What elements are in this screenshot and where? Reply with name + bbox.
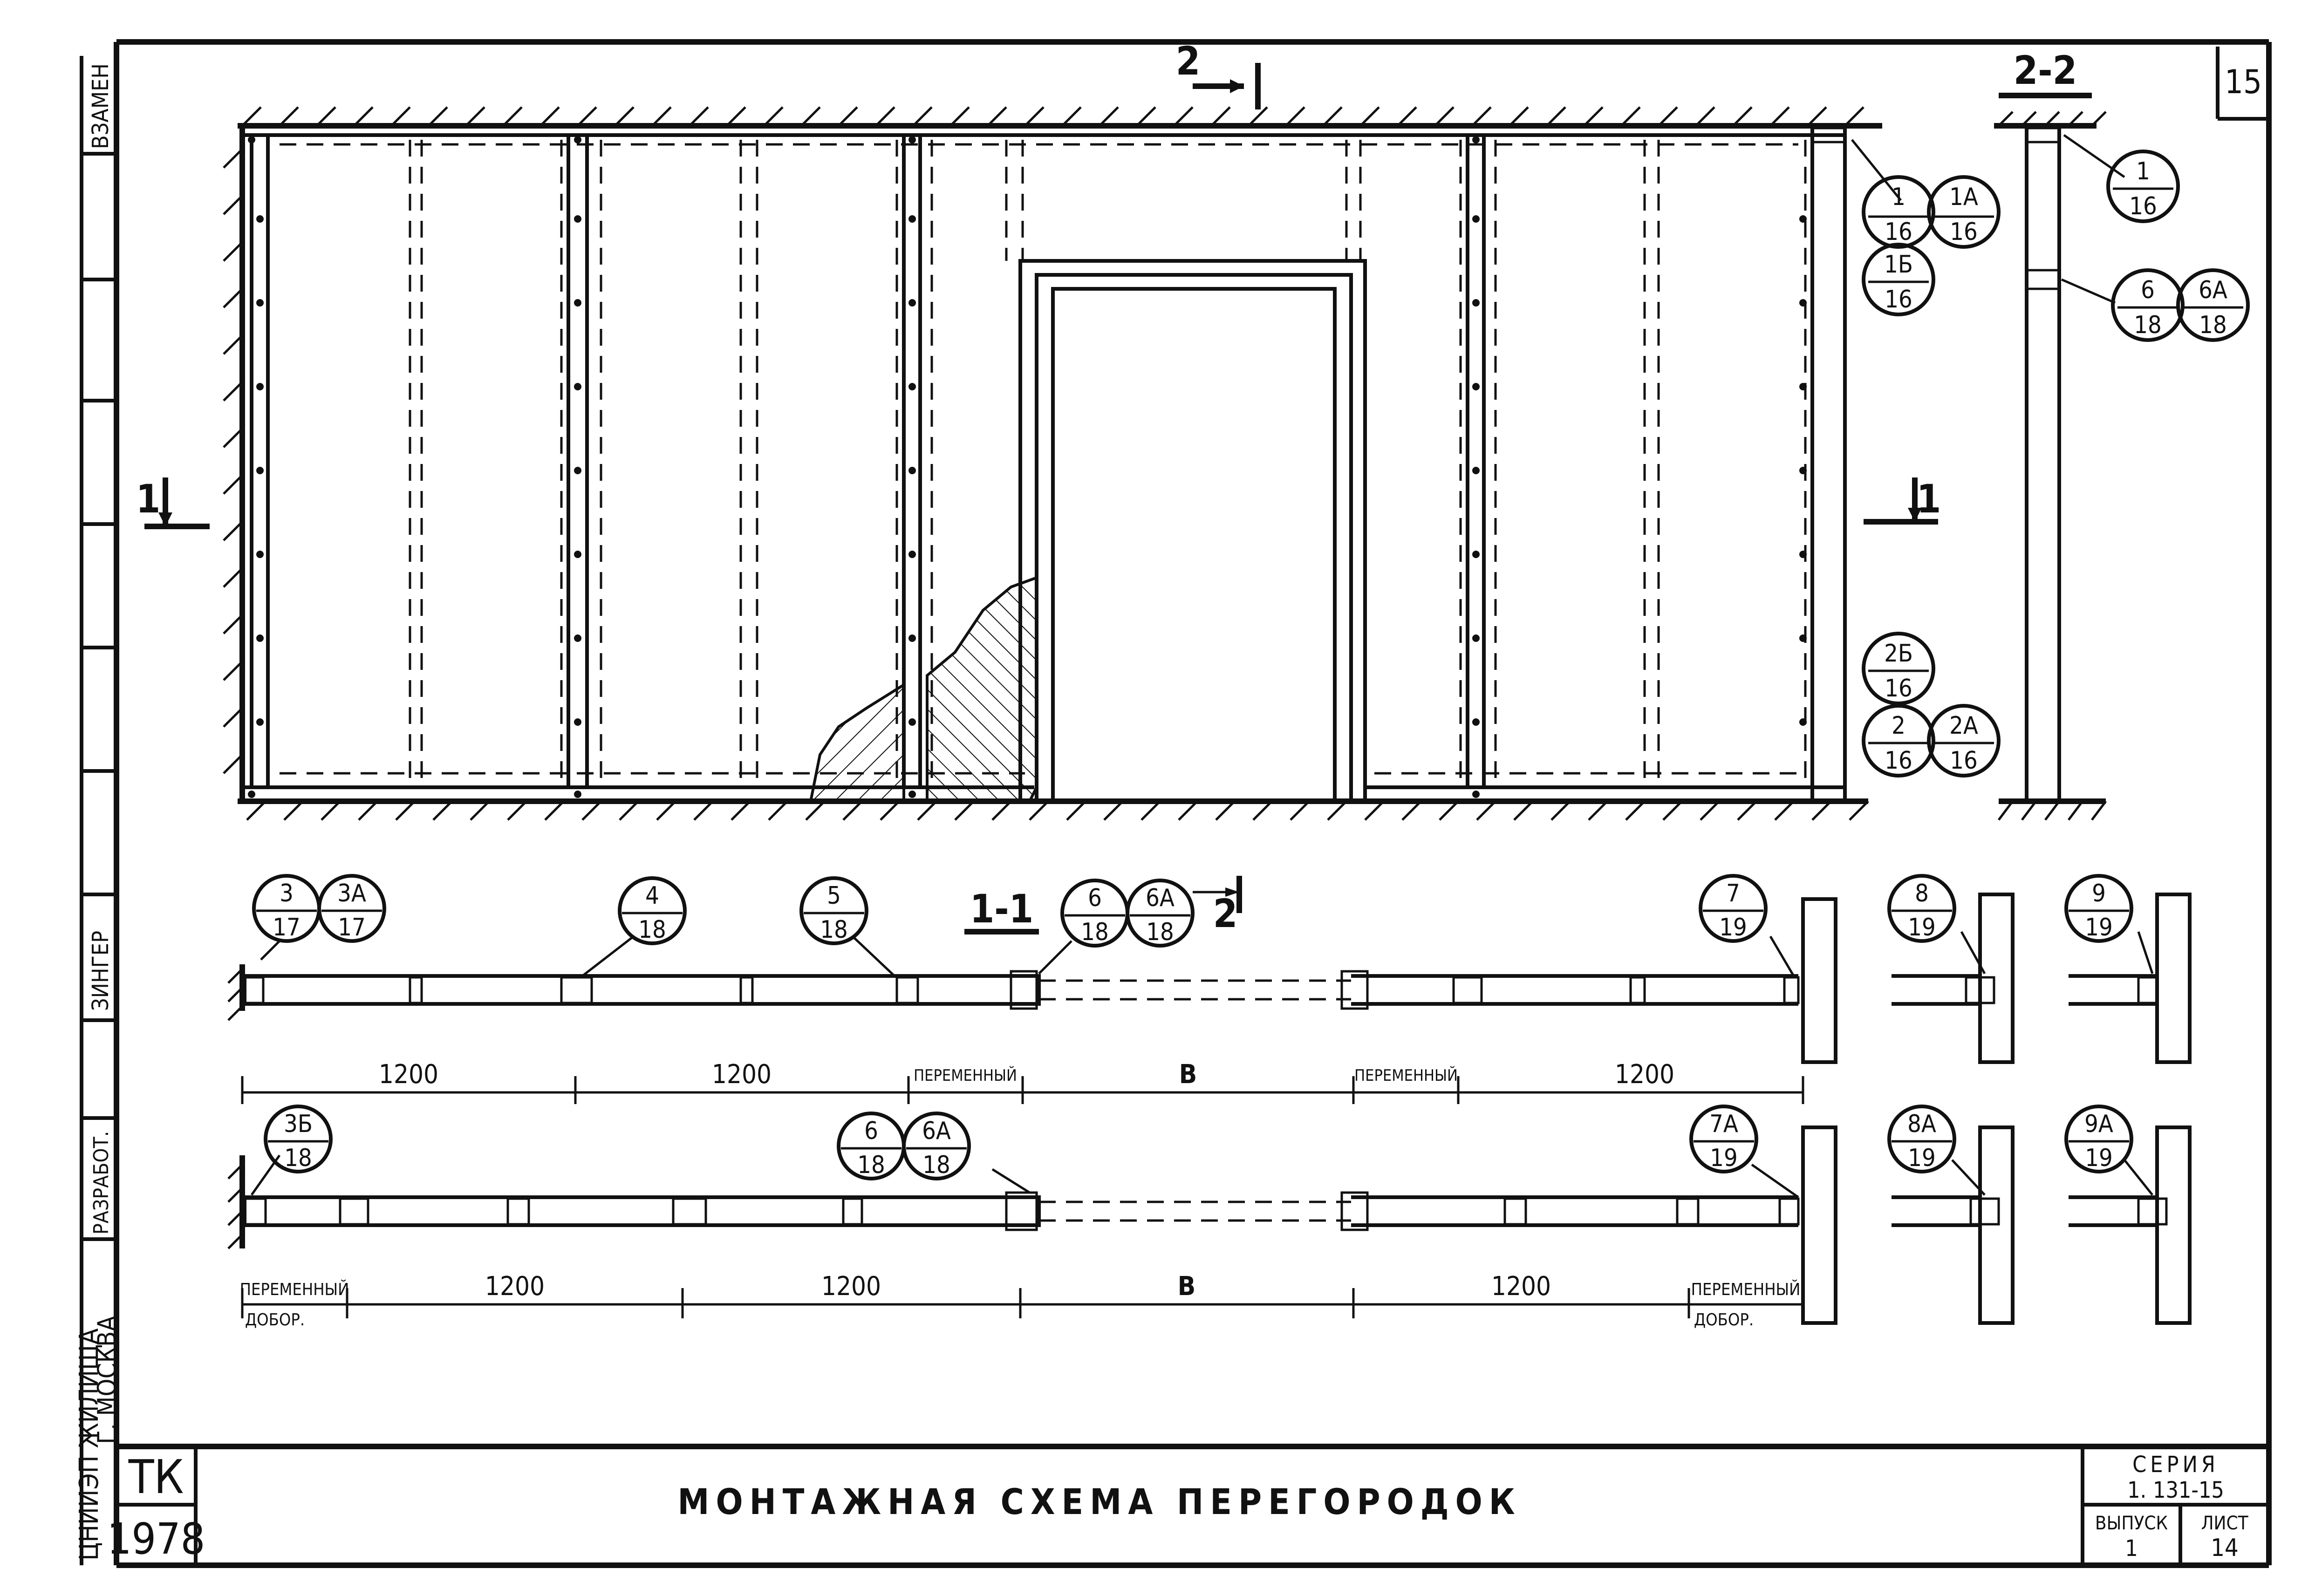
p1-dim-4: В	[1179, 1059, 1197, 1090]
p-callout-7-top: 7	[1726, 880, 1740, 907]
p-callout-6a-top: 6А	[1146, 884, 1175, 912]
p-callout-9-top: 9	[2092, 880, 2106, 907]
q-callout-7a-top: 7А	[1709, 1110, 1738, 1138]
p1-dim-1: 1200	[379, 1059, 438, 1090]
callout-2a-16-top: 2А	[1949, 712, 1978, 740]
list-label: ЛИСТ	[2201, 1513, 2248, 1534]
sheet-number-box: 15	[2216, 47, 2269, 121]
p-callout-5-top: 5	[827, 882, 841, 910]
p2-dim-4: 1200	[821, 1271, 881, 1302]
p-callout-3-top: 3	[280, 880, 294, 907]
vypusk-label: ВЫПУСК	[2095, 1513, 2168, 1534]
callout-1-16-bot: 16	[1885, 218, 1912, 246]
s22-callout-6-bot: 18	[2134, 311, 2162, 339]
stamp-city: Г. МОСКВА	[92, 1316, 122, 1444]
q-callout-6a-top: 6А	[922, 1117, 951, 1145]
callout-2-16-bot: 16	[1885, 747, 1912, 775]
stamp-vzamen: ВЗАМЕН	[88, 63, 114, 149]
p-callout-8-bot: 19	[1908, 914, 1936, 941]
p-callout-6a-bot: 18	[1146, 918, 1174, 946]
p2-dim-2: ДОБОР.	[245, 1310, 305, 1330]
callout-1b-16-top: 1Б	[1884, 251, 1913, 279]
p1-dim-3: ПЕРЕМЕННЫЙ	[914, 1066, 1017, 1085]
p1-dim-5: ПЕРЕМЕННЫЙ	[1354, 1066, 1458, 1085]
p2-dim-6: 1200	[1491, 1271, 1551, 1302]
p-callout-5-bot: 18	[820, 916, 848, 944]
p-callout-3-bot: 17	[273, 914, 300, 941]
p2-dim-3: 1200	[485, 1271, 545, 1302]
side-stamp: ВЗАМЕН ЗИНГЕР РАЗРАБОТ. ЦНИИЭП ЖИЛИЩА Г.…	[74, 56, 122, 1565]
p2-dim-7: ПЕРЕМЕННЫЙ	[1691, 1280, 1801, 1299]
p1-dim-2: 1200	[712, 1059, 772, 1090]
q-callout-3b-bot: 18	[284, 1144, 312, 1172]
callout-2b-16-top: 2Б	[1884, 640, 1913, 668]
section-1-right: 1	[1917, 476, 1941, 522]
elevation-view	[223, 106, 1882, 821]
s22-callout-1-top: 1	[2136, 157, 2150, 185]
p-callout-8-top: 8	[1915, 880, 1929, 907]
p1-dim-6: 1200	[1615, 1059, 1674, 1090]
callout-1b-16-bot: 16	[1885, 286, 1912, 314]
q-callout-6-top: 6	[864, 1117, 878, 1145]
seria-label: СЕРИЯ	[2132, 1452, 2219, 1478]
section-1-left: 1	[136, 476, 161, 522]
callout-1a-16-bot: 16	[1950, 218, 1978, 246]
section-marks-elevation: 2 1 1	[136, 38, 1941, 529]
tk-label: ТК	[128, 1450, 184, 1504]
q-callout-7a-bot: 19	[1710, 1144, 1738, 1172]
section-2-2: 2-2 1 16 6 18 6А 18	[1994, 48, 2250, 821]
section-2-2-title: 2-2	[2014, 48, 2077, 93]
stamp-razrabot: РАЗРАБОТ.	[89, 1131, 113, 1235]
p2-dim-8: ДОБОР.	[1694, 1310, 1754, 1330]
q-callout-8a-top: 8А	[1907, 1110, 1936, 1138]
title-block: ТК 1978 МОНТАЖНАЯ СХЕМА ПЕРЕГОРОДОК СЕРИ…	[107, 1444, 2269, 1565]
vypusk-value: 1	[2125, 1535, 2138, 1562]
tk-year: 1978	[107, 1514, 205, 1564]
list-value: 14	[2211, 1534, 2239, 1562]
q-callout-9a-bot: 19	[2085, 1144, 2113, 1172]
p-callout-3a-bot: 17	[338, 914, 366, 941]
seria-value: 1. 131-15	[2127, 1477, 2224, 1503]
p-callout-9-bot: 19	[2085, 914, 2113, 941]
sheet-frame	[114, 39, 2272, 1568]
drawing-title: МОНТАЖНАЯ СХЕМА ПЕРЕГОРОДОК	[677, 1481, 1521, 1522]
q-callout-6-bot: 18	[857, 1151, 885, 1179]
q-callout-6a-bot: 18	[922, 1151, 950, 1179]
p-callout-6-top: 6	[1088, 884, 1102, 912]
callout-2-16-top: 2	[1892, 712, 1905, 740]
p-callout-6-bot: 18	[1081, 918, 1109, 946]
callout-1a-16-top: 1А	[1949, 183, 1978, 211]
callout-2a-16-bot: 16	[1950, 747, 1978, 775]
sheet-number: 15	[2225, 63, 2262, 101]
p-callout-4-top: 4	[645, 882, 659, 910]
p-callout-4-bot: 18	[638, 916, 666, 944]
stamp-org: ЦНИИЭП ЖИЛИЩА	[74, 1328, 104, 1561]
q-callout-8a-bot: 19	[1908, 1144, 1936, 1172]
q-callout-3b-top: 3Б	[284, 1110, 313, 1138]
s22-callout-6a-bot: 18	[2199, 311, 2227, 339]
p-callout-3a-top: 3А	[337, 880, 366, 907]
q-callout-9a-top: 9А	[2084, 1110, 2113, 1138]
s22-callout-6-top: 6	[2141, 276, 2155, 304]
callout-2b-16-bot: 16	[1885, 675, 1912, 703]
door-opening	[1018, 259, 1367, 803]
s22-callout-1-bot: 16	[2129, 192, 2157, 220]
stamp-zinger: ЗИНГЕР	[88, 931, 114, 1011]
section-2-top: 2	[1176, 38, 1201, 84]
section-1-1-title: 1-1	[970, 886, 1034, 932]
callout-1-16-top: 1	[1892, 183, 1905, 211]
elevation-callouts: 1 16 1А 16 1Б 16 2Б 16 2 16 2А 16	[1851, 139, 2001, 778]
plan-1-1: 1-1 2	[227, 874, 2192, 1104]
s22-callout-6a-top: 6А	[2199, 276, 2227, 304]
section-2-bottom: 2	[1213, 891, 1238, 936]
p2-dim-5: В	[1178, 1271, 1195, 1302]
plan-lower: 3Б 18 6 18 6А 18 7А 19 8А 19 9А 19 ПЕРЕМ…	[227, 1105, 2192, 1330]
p-callout-7-bot: 19	[1719, 914, 1747, 941]
p2-dim-1: ПЕРЕМЕННЫЙ	[240, 1280, 349, 1299]
